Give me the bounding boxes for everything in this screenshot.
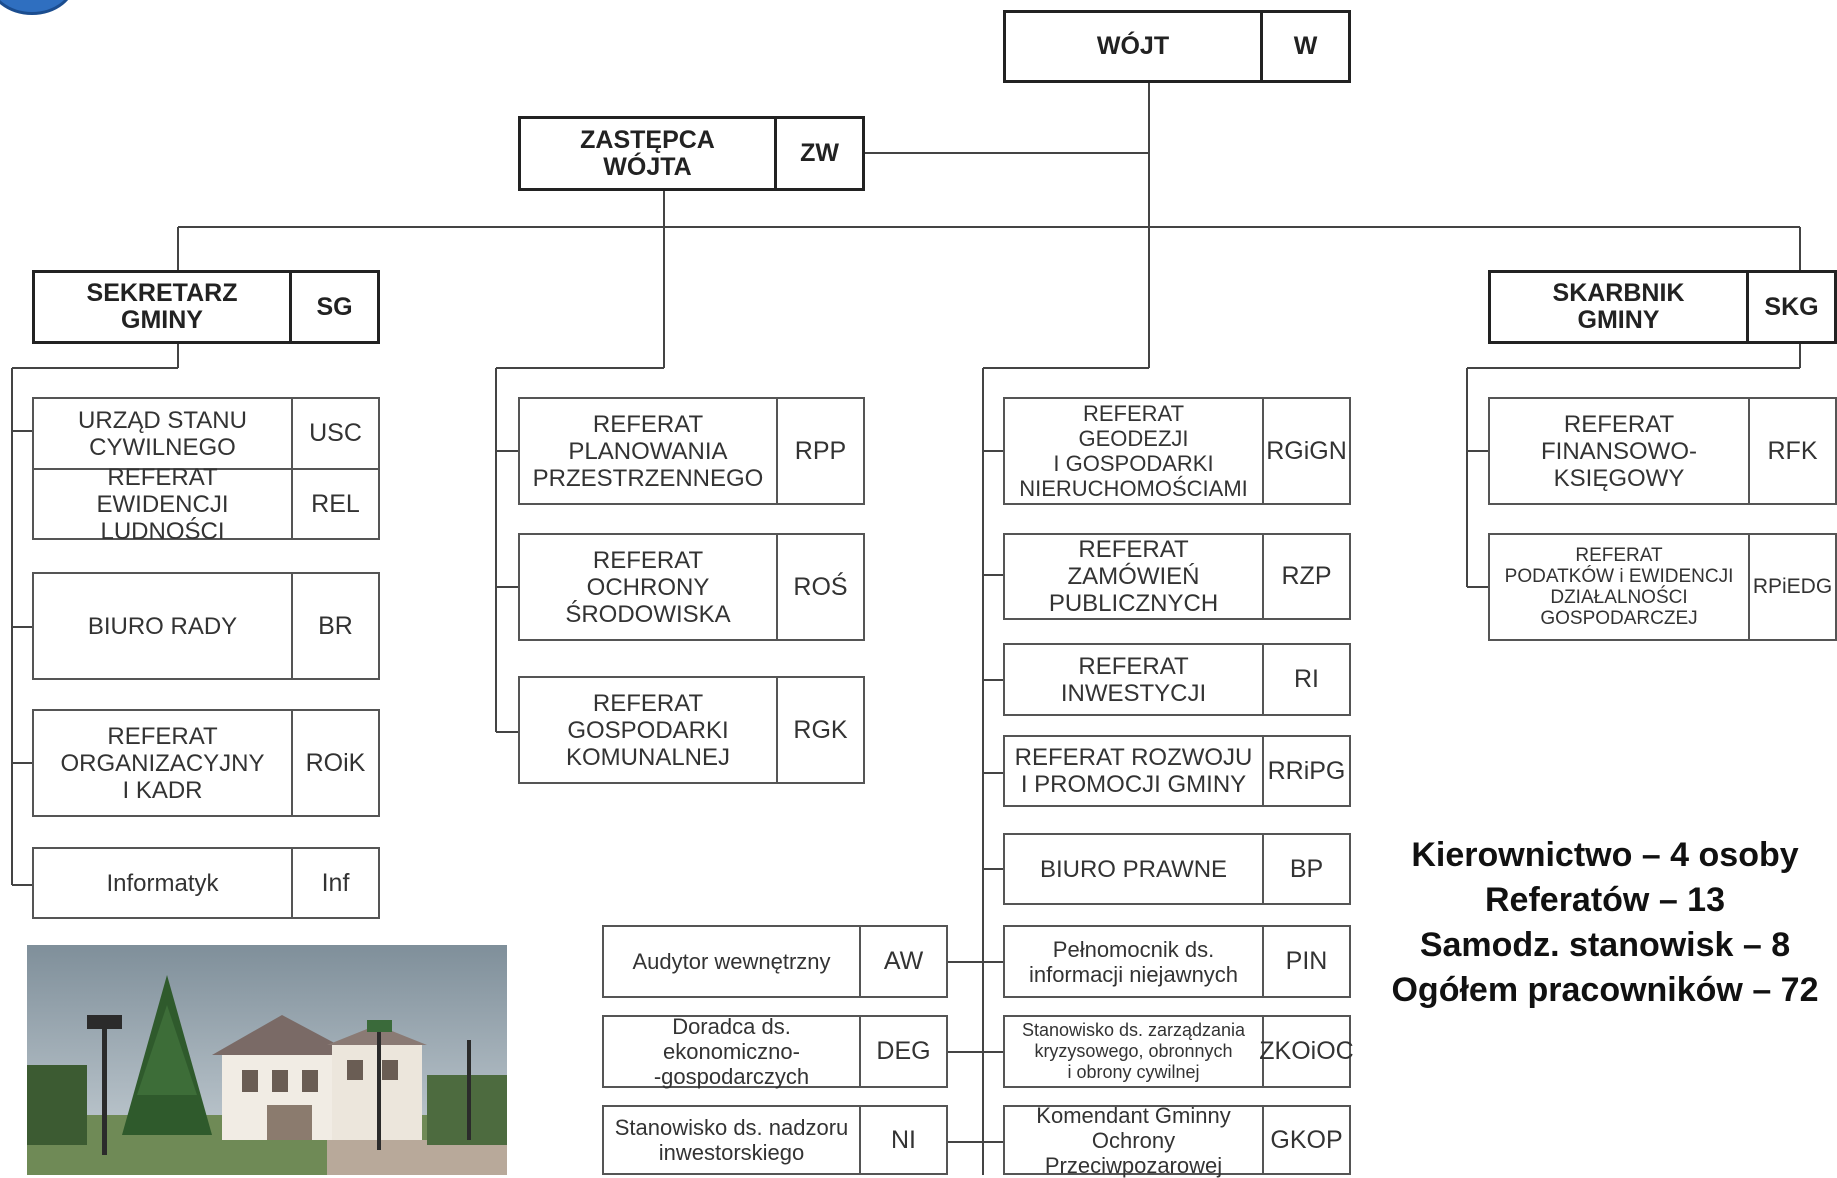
unit-label: REFERAT ZAMÓWIEŃ PUBLICZNYCH xyxy=(1048,536,1219,617)
unit-ni: Stanowisko ds. nadzoru inwestorskiego NI xyxy=(602,1105,948,1175)
unit-bp: BIURO PRAWNE BP xyxy=(1003,833,1351,905)
unit-code: ZKOiOC xyxy=(1259,1017,1354,1086)
unit-label: REFERAT PLANOWANIA PRZESTRZENNEGO xyxy=(532,410,764,492)
unit-label: Audytor wewnętrzny xyxy=(632,949,831,974)
unit-rel: REFERAT EWIDENCJI LUDNOŚCI REL xyxy=(32,463,380,545)
unit-code: RZP xyxy=(1262,535,1349,618)
unit-label: REFERAT GEODEZJI I GOSPODARKI NIERUCHOMO… xyxy=(1019,401,1248,501)
treasurer-code: SKG xyxy=(1746,273,1834,341)
unit-ri: REFERAT INWESTYCJI RI xyxy=(1003,643,1351,716)
unit-label: REFERAT ORGANIZACYJNY I KADR xyxy=(60,722,265,804)
secretary-code: SG xyxy=(289,273,377,341)
unit-label: Stanowisko ds. nadzoru inwestorskiego xyxy=(614,1115,849,1165)
stat-line: Ogółem pracowników – 72 xyxy=(1391,971,1819,1009)
unit-label: URZĄD STANU CYWILNEGO xyxy=(78,406,247,461)
unit-pin: Pełnomocnik ds. informacji niejawnych PI… xyxy=(1003,925,1351,998)
unit-code: RRiPG xyxy=(1262,737,1349,805)
unit-ros: REFERAT OCHRONY ŚRODOWISKA ROŚ xyxy=(518,533,865,641)
unit-code: PIN xyxy=(1262,927,1349,996)
unit-rpiedg: REFERAT PODATKÓW i EWIDENCJI DZIAŁALNOŚC… xyxy=(1488,533,1837,641)
secretary-box: SEKRETARZ GMINY SG xyxy=(32,270,380,344)
unit-gkop: Komendant Gminny Ochrony Przeciwpozarowe… xyxy=(1003,1102,1351,1178)
stat-line: Samodz. stanowisk – 8 xyxy=(1419,926,1791,964)
unit-code: RPP xyxy=(776,399,863,503)
unit-label: Informatyk xyxy=(106,869,219,897)
stat-line: Referatów – 13 xyxy=(1485,881,1725,919)
secretary-label: SEKRETARZ GMINY xyxy=(86,279,238,334)
stat-line: Kierownictwo – 4 osoby xyxy=(1411,836,1799,874)
unit-code: AW xyxy=(859,927,946,996)
unit-code: RFK xyxy=(1748,399,1835,503)
town-hall-photo xyxy=(27,945,507,1175)
unit-code: ROiK xyxy=(291,711,378,815)
deputy-label: ZASTĘPCA WÓJTA xyxy=(580,125,715,181)
unit-label: REFERAT EWIDENCJI LUDNOŚCI xyxy=(96,463,229,545)
unit-code: RGiGN xyxy=(1262,399,1349,503)
unit-label: REFERAT PODATKÓW i EWIDENCJI DZIAŁALNOŚC… xyxy=(1504,545,1734,629)
treasurer-box: SKARBNIK GMINY SKG xyxy=(1488,270,1837,344)
deputy-box: ZASTĘPCA WÓJTA ZW xyxy=(518,116,865,191)
unit-code: USC xyxy=(291,399,378,468)
unit-label: Komendant Gminny Ochrony Przeciwpozarowe… xyxy=(1036,1102,1231,1178)
unit-code: BP xyxy=(1262,835,1349,903)
unit-rgign: REFERAT GEODEZJI I GOSPODARKI NIERUCHOMO… xyxy=(1003,397,1351,505)
unit-label: REFERAT INWESTYCJI xyxy=(1060,652,1207,707)
unit-rpp: REFERAT PLANOWANIA PRZESTRZENNEGO RPP xyxy=(518,397,865,505)
unit-label: BIURO PRAWNE xyxy=(1039,855,1228,883)
wojt-code: W xyxy=(1260,13,1348,80)
unit-usc: URZĄD STANU CYWILNEGO USC xyxy=(32,397,380,470)
unit-inf: Informatyk Inf xyxy=(32,847,380,919)
unit-code: DEG xyxy=(859,1017,946,1086)
unit-code: RI xyxy=(1262,645,1349,714)
unit-deg: Doradca ds. ekonomiczno- -gospodarczych … xyxy=(602,1014,948,1089)
unit-label: REFERAT GOSPODARKI KOMUNALNEJ xyxy=(565,689,731,771)
unit-label: REFERAT ROZWOJU I PROMOCJI GMINY xyxy=(1014,744,1253,798)
unit-roik: REFERAT ORGANIZACYJNY I KADR ROiK xyxy=(32,709,380,817)
unit-code: Inf xyxy=(291,849,378,917)
wojt-label: WÓJT xyxy=(1096,32,1170,60)
unit-label: Stanowisko ds. zarządzania kryzysowego, … xyxy=(1021,1020,1246,1082)
unit-aw: Audytor wewnętrzny AW xyxy=(602,925,948,998)
unit-code: RPiEDG xyxy=(1748,535,1835,639)
unit-code: GKOP xyxy=(1262,1107,1349,1173)
unit-code: NI xyxy=(859,1107,946,1173)
unit-zkoioc: Stanowisko ds. zarządzania kryzysowego, … xyxy=(1003,1015,1354,1088)
unit-label: Doradca ds. ekonomiczno- -gospodarczych xyxy=(653,1014,810,1089)
unit-rripg: REFERAT ROZWOJU I PROMOCJI GMINY RRiPG xyxy=(1003,735,1351,807)
unit-code: BR xyxy=(291,574,378,678)
deputy-code: ZW xyxy=(774,119,862,188)
unit-code: RGK xyxy=(776,678,863,782)
unit-label: BIURO RADY xyxy=(87,612,238,640)
unit-label: REFERAT FINANSOWO- KSIĘGOWY xyxy=(1541,410,1697,492)
unit-rfk: REFERAT FINANSOWO- KSIĘGOWY RFK xyxy=(1488,397,1837,505)
unit-code: ROŚ xyxy=(776,535,863,639)
unit-rzp: REFERAT ZAMÓWIEŃ PUBLICZNYCH RZP xyxy=(1003,533,1351,620)
unit-label: REFERAT OCHRONY ŚRODOWISKA xyxy=(565,546,731,628)
unit-label: Pełnomocnik ds. informacji niejawnych xyxy=(1028,936,1239,987)
unit-br: BIURO RADY BR xyxy=(32,572,380,680)
treasurer-label: SKARBNIK GMINY xyxy=(1552,279,1685,334)
wojt-box: WÓJT W xyxy=(1003,10,1351,83)
staff-summary: Kierownictwo – 4 osoby Referatów – 13 Sa… xyxy=(1360,833,1837,1013)
unit-code: REL xyxy=(291,470,378,538)
unit-rgk: REFERAT GOSPODARKI KOMUNALNEJ RGK xyxy=(518,676,865,784)
